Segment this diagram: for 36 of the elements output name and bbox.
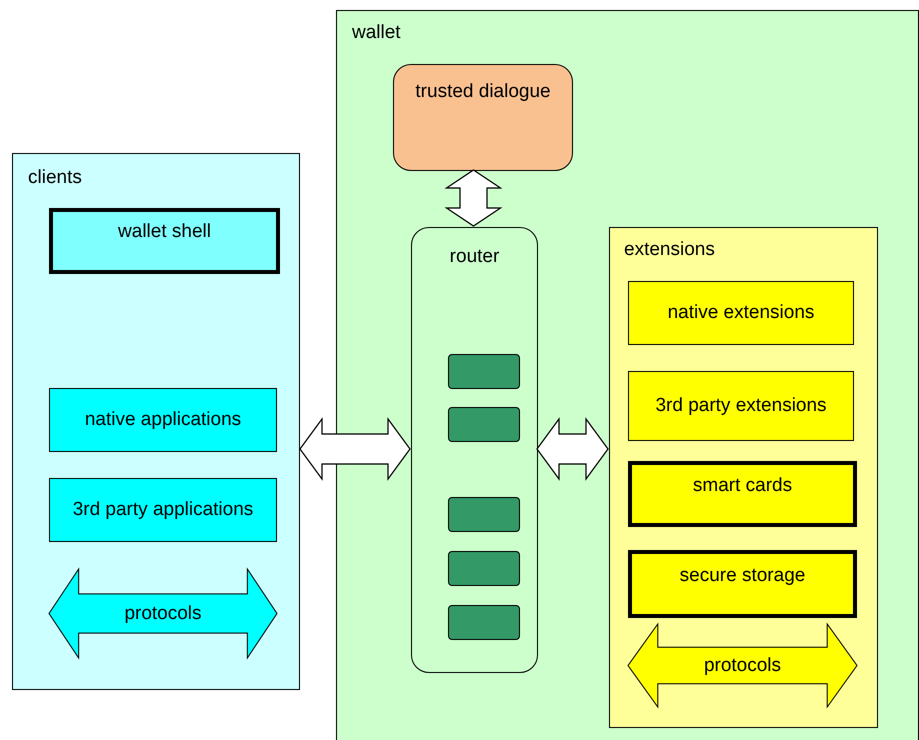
double-arrow-shape (628, 624, 857, 707)
component-box (448, 551, 520, 586)
box-label: native applications (84, 408, 242, 432)
container-panel (609, 227, 878, 728)
component-box (628, 371, 854, 441)
box-label: 3rd party applications (72, 498, 254, 522)
double-arrow (536, 417, 609, 481)
component-box (393, 64, 573, 171)
component-box (628, 281, 854, 345)
component-box (49, 388, 277, 452)
group-heading: extensions (624, 238, 715, 262)
box-label: native extensions (666, 301, 816, 325)
group-heading: router (448, 245, 500, 269)
box-label: secure storage (678, 564, 806, 588)
component-box (49, 208, 280, 274)
container-panel (336, 10, 919, 740)
double-arrow-shape (49, 569, 277, 658)
component-box (448, 605, 520, 640)
group-heading: clients (28, 166, 82, 190)
group-heading: wallet (352, 21, 401, 45)
container-panel (411, 227, 538, 673)
box-label: 3rd party extensions (654, 394, 828, 418)
box-label: wallet shell (117, 220, 212, 244)
component-box (49, 478, 277, 542)
box-label: protocols (702, 654, 782, 678)
box-label: protocols (123, 602, 203, 626)
component-box (448, 497, 520, 532)
component-box (628, 461, 857, 527)
double-arrow (444, 169, 502, 227)
double-arrow (299, 417, 411, 481)
component-box (448, 354, 520, 389)
component-box (628, 550, 857, 618)
container-panel (12, 153, 300, 690)
box-label: smart cards (692, 474, 794, 498)
component-box (448, 407, 520, 442)
box-label: trusted dialogue (414, 80, 552, 104)
